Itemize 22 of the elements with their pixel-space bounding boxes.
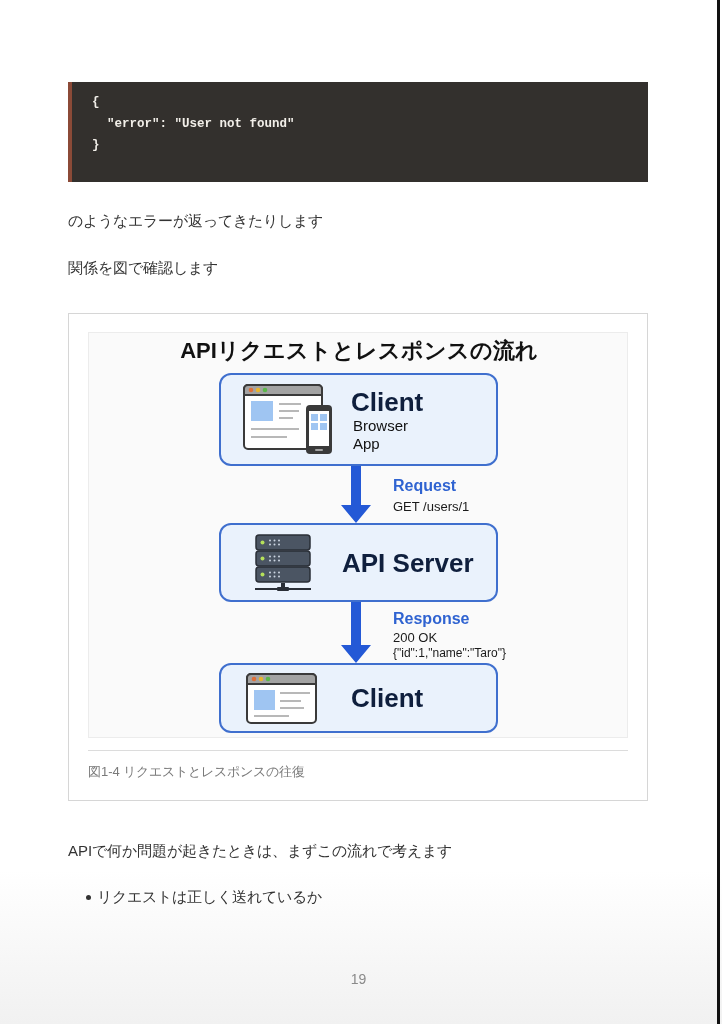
edge-label: Response (393, 609, 470, 629)
diagram-title: APIリクエストとレスポンスの流れ (180, 337, 538, 365)
node-title: Client (351, 683, 424, 713)
paragraph: APIで何か問題が起きたときは、まずこの流れで考えます (68, 841, 453, 861)
figure-caption: 図1-4 リクエストとレスポンスの往復 (88, 763, 306, 781)
paragraph: 関係を図で確認します (68, 258, 218, 278)
node-title: API Server (342, 547, 474, 578)
node-title: Client (351, 386, 424, 417)
process-box (219, 663, 498, 733)
code-line: "error": "User not found" (107, 115, 295, 133)
node-subtitle: App (353, 434, 380, 453)
code-line: { (92, 94, 100, 111)
arrow (341, 602, 371, 663)
list-item-text: リクエストは正しく送れているか (97, 887, 322, 907)
paragraph: のようなエラーが返ってきたりします (68, 211, 323, 231)
code-line: } (92, 137, 100, 154)
process-box (219, 523, 498, 602)
process-box (219, 373, 498, 466)
arrow (341, 466, 371, 523)
edge-label: Request (393, 476, 457, 496)
node-subtitle: Browser (353, 416, 408, 435)
page-number: 19 (350, 970, 367, 988)
